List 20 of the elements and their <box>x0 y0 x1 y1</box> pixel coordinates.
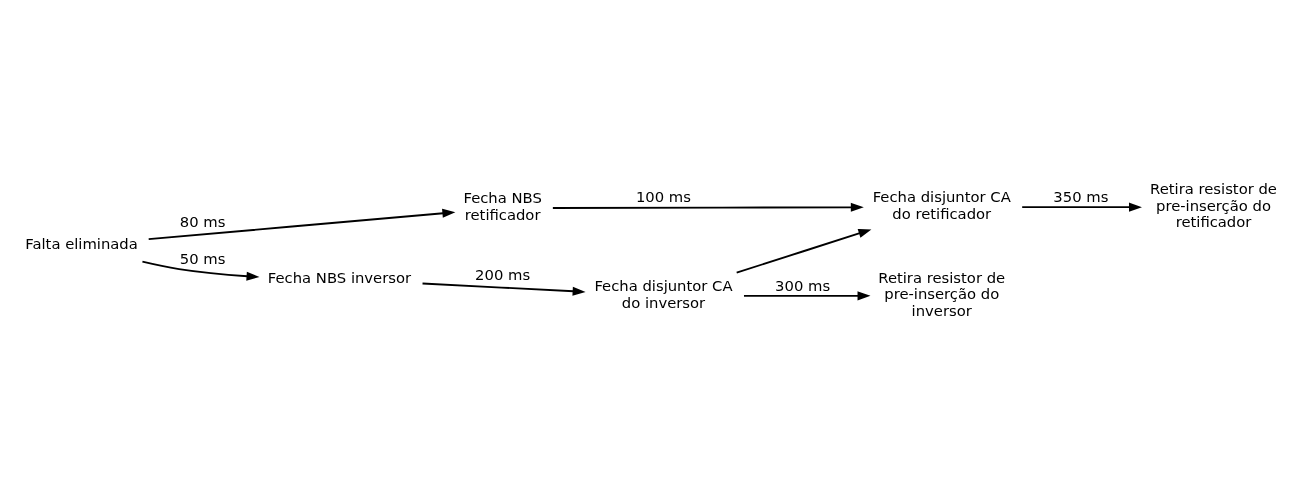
node-text: Fecha NBS retificador <box>463 188 542 223</box>
arrow <box>551 202 864 212</box>
edge-label: 350 ms <box>1053 187 1109 205</box>
node-text: Fecha NBS inversor <box>267 268 412 286</box>
node-text: Retira resistor de pre-inserção do retificador <box>1150 179 1277 230</box>
arrow <box>421 282 586 296</box>
edge-label: 100 ms <box>635 187 691 205</box>
node-text: Retira resistor de pre-inserção do inversor <box>878 268 1006 319</box>
arrow <box>735 228 872 274</box>
arrow <box>743 290 871 300</box>
node-text: Falta eliminada <box>25 234 138 252</box>
edge-label: 50 ms <box>179 249 226 267</box>
arrow <box>1021 202 1142 212</box>
node-text: Fecha disjuntor CA do retificador <box>872 187 1011 222</box>
arrow <box>141 260 260 281</box>
edge-label: 300 ms <box>775 276 831 294</box>
node-text: Fecha disjuntor CA do inversor <box>594 276 733 311</box>
arrow <box>147 208 456 240</box>
edge-label: 200 ms <box>475 265 531 283</box>
edge-label: 80 ms <box>179 212 226 230</box>
